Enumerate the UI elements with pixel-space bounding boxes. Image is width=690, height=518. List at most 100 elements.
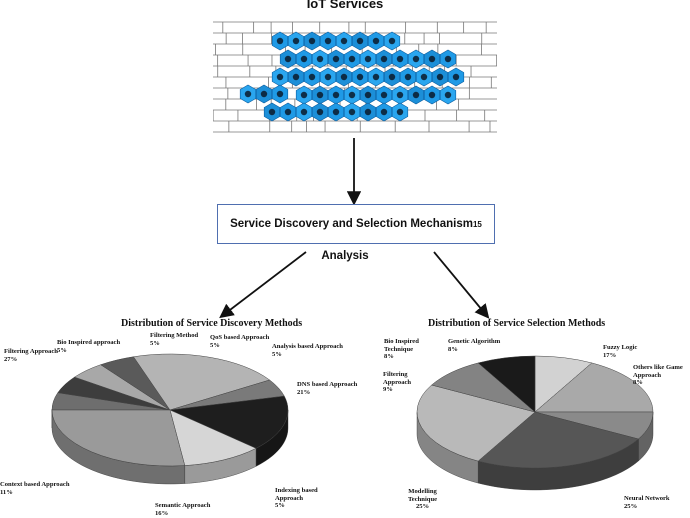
service-icon [364, 108, 372, 116]
pie-chart-selection [416, 355, 654, 491]
service-icon [340, 73, 348, 81]
selection-chart-title: Distribution of Service Selection Method… [428, 318, 606, 329]
pie-label-line: 5% [272, 350, 282, 358]
service-icon [284, 55, 292, 63]
service-icon [372, 37, 380, 45]
service-icon [276, 90, 284, 98]
service-icon [380, 91, 388, 99]
service-icon [308, 37, 316, 45]
service-icon [428, 91, 436, 99]
pie-label-line: Context based Approach [0, 481, 70, 488]
service-icon [436, 73, 444, 81]
pie-label-line: 16% [155, 509, 169, 517]
service-icon [388, 37, 396, 45]
arrow-to-discovery-chart [219, 251, 307, 319]
service-icon [348, 91, 356, 99]
pie-slice [416, 384, 536, 462]
service-icon [356, 73, 364, 81]
pie-label-line: 25% [624, 502, 638, 510]
service-icon [300, 55, 308, 63]
pie-label-line: QoS based Approach [210, 334, 270, 341]
pie-label-line: DNS based Approach [297, 381, 358, 388]
service-icon [316, 91, 324, 99]
pie-label-line: Genetic Algorithm [448, 338, 501, 345]
pie-label-line: Filtering Approach [4, 348, 58, 355]
service-icon [364, 91, 372, 99]
pie-label-line: Technique [408, 495, 438, 503]
service-icon [412, 55, 420, 63]
discovery-chart-title: Distribution of Service Discovery Method… [121, 318, 303, 329]
pie-label-line: Technique [384, 345, 414, 353]
mechanism-label: Service Discovery and Selection Mechanis… [230, 218, 473, 230]
pie-label-line: Others like Game [633, 364, 683, 371]
pie-label-line: 9% [383, 386, 393, 394]
pie-label-line: Modelling [408, 488, 437, 495]
service-icon [300, 91, 308, 99]
pie-slice [51, 409, 186, 467]
pie-label-line: 25% [415, 503, 430, 511]
service-icon [356, 37, 364, 45]
service-icon [268, 108, 276, 116]
pie-slice [477, 411, 639, 469]
service-icon [276, 37, 284, 45]
iot-services-illustration [213, 21, 497, 133]
service-icon [324, 73, 332, 81]
pie-label-line: 11% [0, 488, 13, 496]
pie-label-line: 21% [297, 388, 311, 396]
service-icon [396, 91, 404, 99]
pie-label-line: 8% [633, 379, 643, 387]
service-icon [324, 37, 332, 45]
pie-label-line: Neural Network [624, 495, 670, 502]
iot-services-panel [213, 14, 497, 137]
pie-label-line: Analysis based Approach [272, 343, 343, 350]
pie-label-line: Bio Inspired approach [57, 339, 121, 346]
service-icon [428, 55, 436, 63]
service-icon [364, 55, 372, 63]
iot-services-title: IoT Services [306, 0, 384, 11]
service-icon [444, 55, 452, 63]
service-icon [452, 73, 460, 81]
service-icon [388, 73, 396, 81]
service-icon [444, 91, 452, 99]
service-icon [348, 108, 356, 116]
pie-label-line: 5% [275, 502, 285, 510]
service-icon [244, 90, 252, 98]
pie-slice [534, 362, 654, 413]
service-icon [292, 37, 300, 45]
service-icon [308, 73, 316, 81]
pie-label-line: 27% [4, 355, 18, 363]
service-icon [260, 90, 268, 98]
arrow-to-selection-chart [433, 251, 490, 319]
service-icon [284, 108, 292, 116]
pie-label-line: Bio Inspired [384, 338, 419, 345]
pie-label-line: 5% [150, 339, 160, 347]
service-icon [316, 55, 324, 63]
pie-label-line: Fuzzy Logic [603, 344, 638, 351]
service-icon [316, 108, 324, 116]
pie-label-line: 5% [210, 341, 220, 349]
pie-slice [477, 355, 536, 413]
service-icon [404, 73, 412, 81]
service-icon [332, 55, 340, 63]
pie-label-line: Approach [275, 494, 304, 502]
pie-label-line: Filtering [383, 371, 408, 378]
service-hexagons [239, 31, 465, 122]
service-icon [348, 55, 356, 63]
pie-label-line: 8% [448, 345, 458, 353]
